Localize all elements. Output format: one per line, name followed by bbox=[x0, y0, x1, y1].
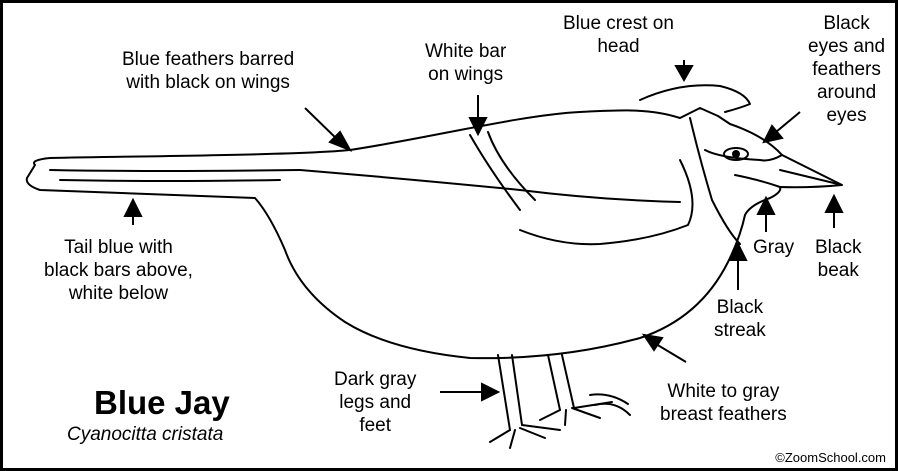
label-crest: Blue crest on head bbox=[563, 12, 674, 58]
copyright-notice: ©ZoomSchool.com bbox=[775, 450, 886, 466]
face-mask-line bbox=[690, 118, 740, 244]
beak-line bbox=[780, 170, 838, 184]
bird-legs bbox=[498, 355, 574, 430]
label-wing-feathers: Blue feathers barred with black on wings bbox=[122, 48, 294, 94]
white-wing-bar bbox=[470, 132, 535, 210]
arrow-eyes bbox=[776, 112, 800, 132]
diagram-title: Blue Jay bbox=[94, 385, 230, 421]
wing-edge bbox=[300, 170, 680, 202]
arrow-breast bbox=[656, 344, 686, 362]
label-legs: Dark gray legs and feet bbox=[334, 368, 416, 437]
label-streak: Black streak bbox=[714, 296, 766, 342]
label-beak: Black beak bbox=[815, 236, 861, 282]
label-wing-bar: White bar on wings bbox=[425, 40, 506, 86]
bird-feet bbox=[490, 425, 560, 448]
label-tail: Tail blue with black bars above, white b… bbox=[44, 236, 193, 305]
label-gray: Gray bbox=[753, 236, 794, 259]
scientific-name: Cyanocitta cristata bbox=[67, 424, 223, 446]
label-eyes: Black eyes and feathers around eyes bbox=[808, 12, 885, 127]
bird-crest bbox=[640, 85, 750, 112]
tail-lines bbox=[50, 170, 300, 171]
label-breast: White to gray breast feathers bbox=[660, 380, 787, 426]
